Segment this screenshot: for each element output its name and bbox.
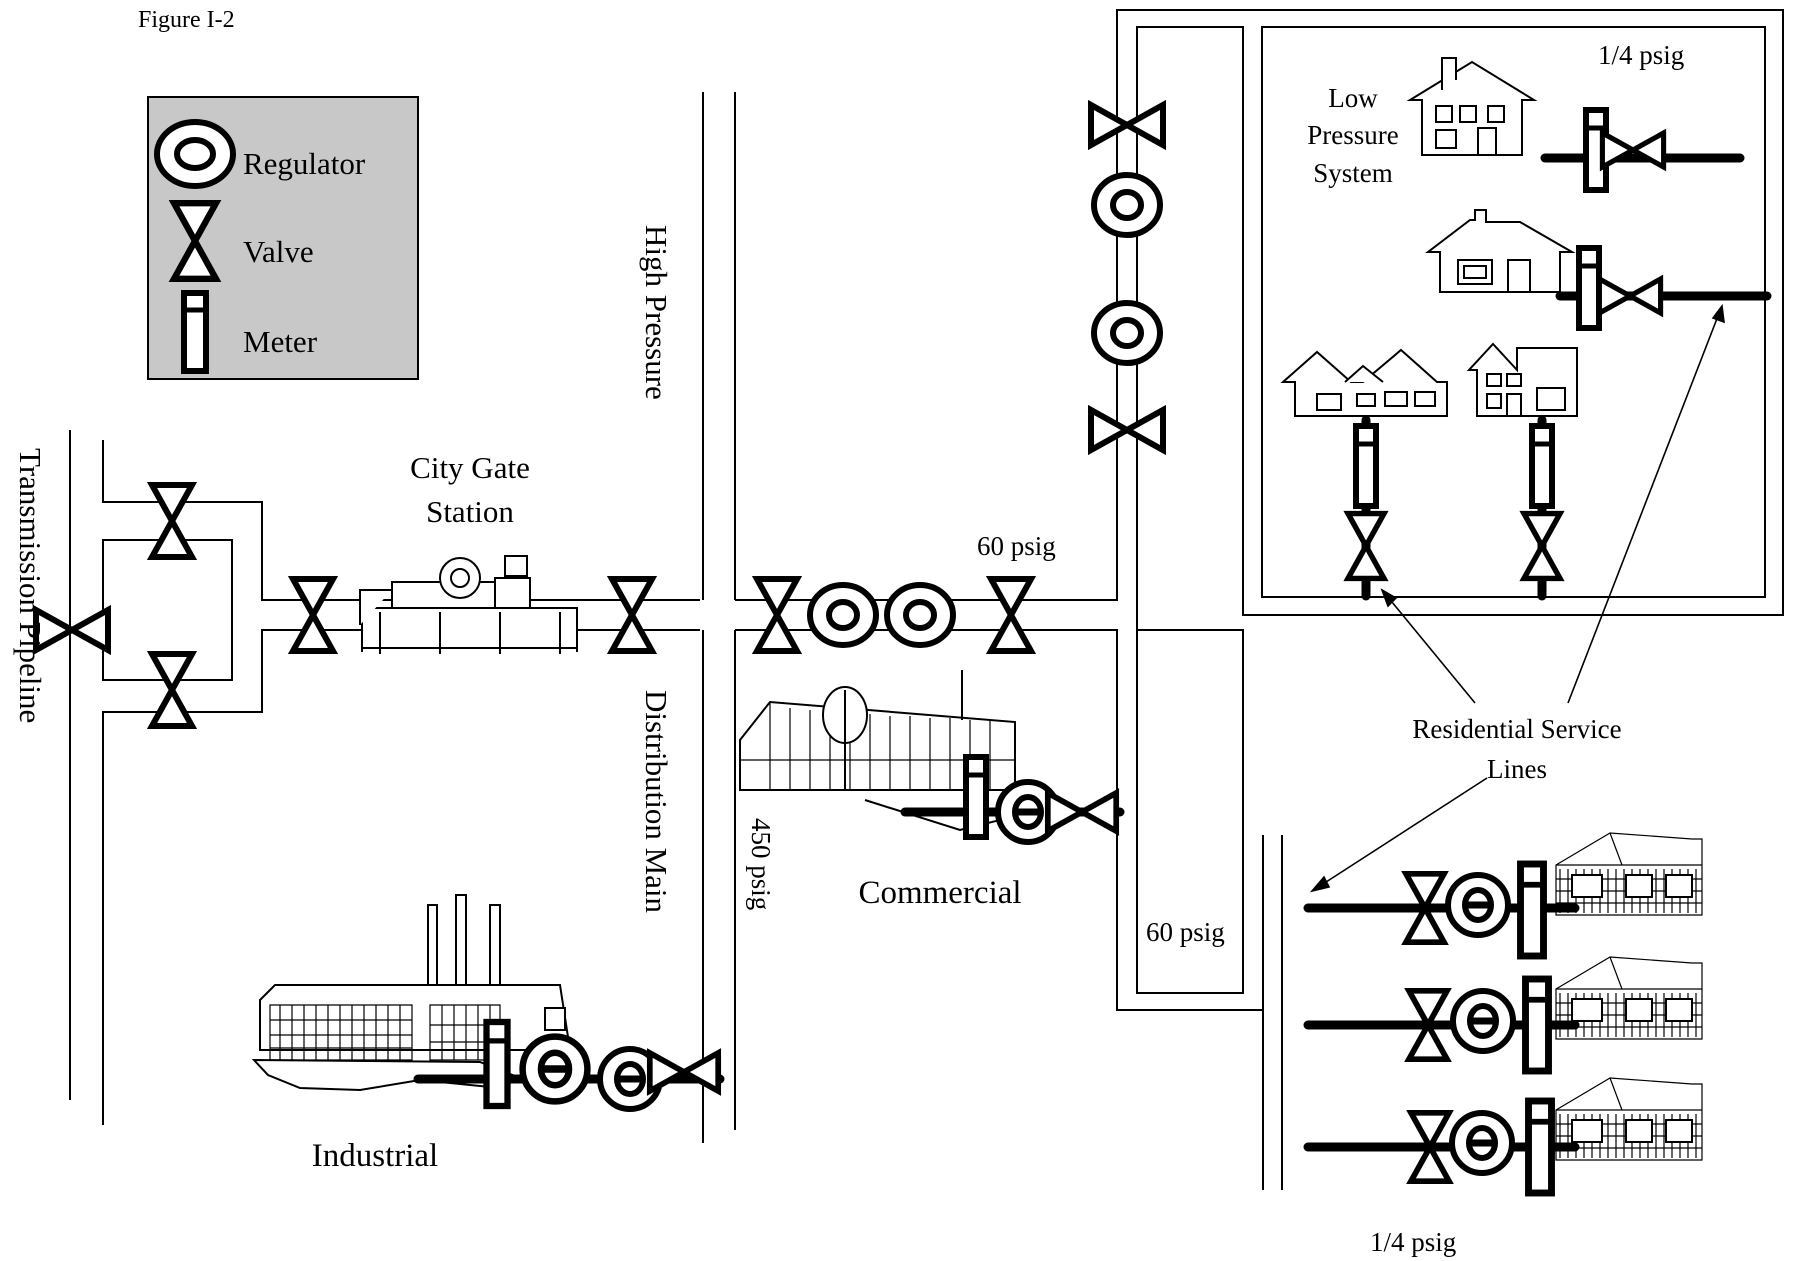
valve-icon [1599, 279, 1660, 313]
low-pressure-label-line3: System [1313, 158, 1393, 188]
house-icon [1282, 349, 1448, 417]
meter-icon [181, 290, 209, 374]
valve-icon [757, 579, 797, 651]
high-pressure-label: High Pressure [639, 225, 674, 400]
city-gate-station-icon [359, 555, 578, 654]
valve-icon [152, 654, 192, 726]
commercial-label: Commercial [858, 875, 1021, 911]
low-pressure-label-line2: Pressure [1307, 120, 1398, 150]
residential-arrows [1309, 303, 1725, 893]
meter-icon [1532, 426, 1552, 506]
house-icon [1427, 209, 1573, 293]
industrial-label: Industrial [312, 1138, 438, 1174]
transmission-pipeline-label: Transmission Pipeline [13, 448, 48, 723]
valve-icon [293, 579, 333, 651]
low-pressure-label-line1: Low [1328, 83, 1378, 113]
regulator-icon [154, 119, 236, 189]
psig-60-bottom-label: 60 psig [1146, 917, 1225, 947]
valve-icon [1048, 793, 1116, 831]
psig-60-top-label: 60 psig [977, 531, 1056, 561]
regulator-icon [1453, 991, 1513, 1051]
valve-icon [152, 485, 192, 557]
city-gate-label-line2: Station [426, 494, 514, 529]
regulator-icon [1448, 875, 1508, 935]
psig-quarter-bottom-label: 1/4 psig [1370, 1227, 1456, 1257]
regulator-icon [887, 585, 953, 645]
valve-icon [991, 579, 1031, 651]
house-icon [1468, 343, 1578, 417]
regulator-icon [1094, 303, 1160, 363]
meter-icon [1526, 979, 1549, 1071]
house-icon [1409, 57, 1535, 156]
psig-450-label: 450 psig [746, 818, 776, 910]
meter-icon [1356, 426, 1376, 506]
valve-icon [1091, 410, 1163, 450]
house-icon [1555, 832, 1703, 916]
regulator-icon [1094, 175, 1160, 235]
regulator-icon [523, 1037, 588, 1102]
distribution-main-label: Distribution Main [639, 690, 674, 914]
psig-quarter-top-label: 1/4 psig [1598, 40, 1684, 70]
legend: Regulator Valve Meter [147, 96, 419, 380]
regulator-icon [810, 585, 876, 645]
meter-icon [1529, 1101, 1552, 1193]
regulator-icon [1452, 1113, 1512, 1173]
valve-icon [1524, 514, 1560, 579]
legend-meter-label: Meter [243, 324, 318, 359]
meter-icon [1579, 248, 1599, 328]
valve-icon [612, 579, 652, 651]
city-gate-label-line1: City Gate [410, 450, 530, 485]
legend-regulator-label: Regulator [243, 146, 366, 181]
meter-icon [966, 757, 986, 837]
residential-label-line1: Residential Service [1412, 714, 1621, 744]
valve-icon [1091, 105, 1163, 145]
figure-label: Figure I-2 [138, 7, 235, 33]
valve-icon [650, 1053, 718, 1091]
meter-icon [487, 1022, 508, 1106]
valve-icon [1348, 514, 1384, 579]
meter-icon [1521, 864, 1544, 956]
legend-valve-label: Valve [243, 234, 314, 269]
residential-label-line2: Lines [1487, 754, 1547, 784]
